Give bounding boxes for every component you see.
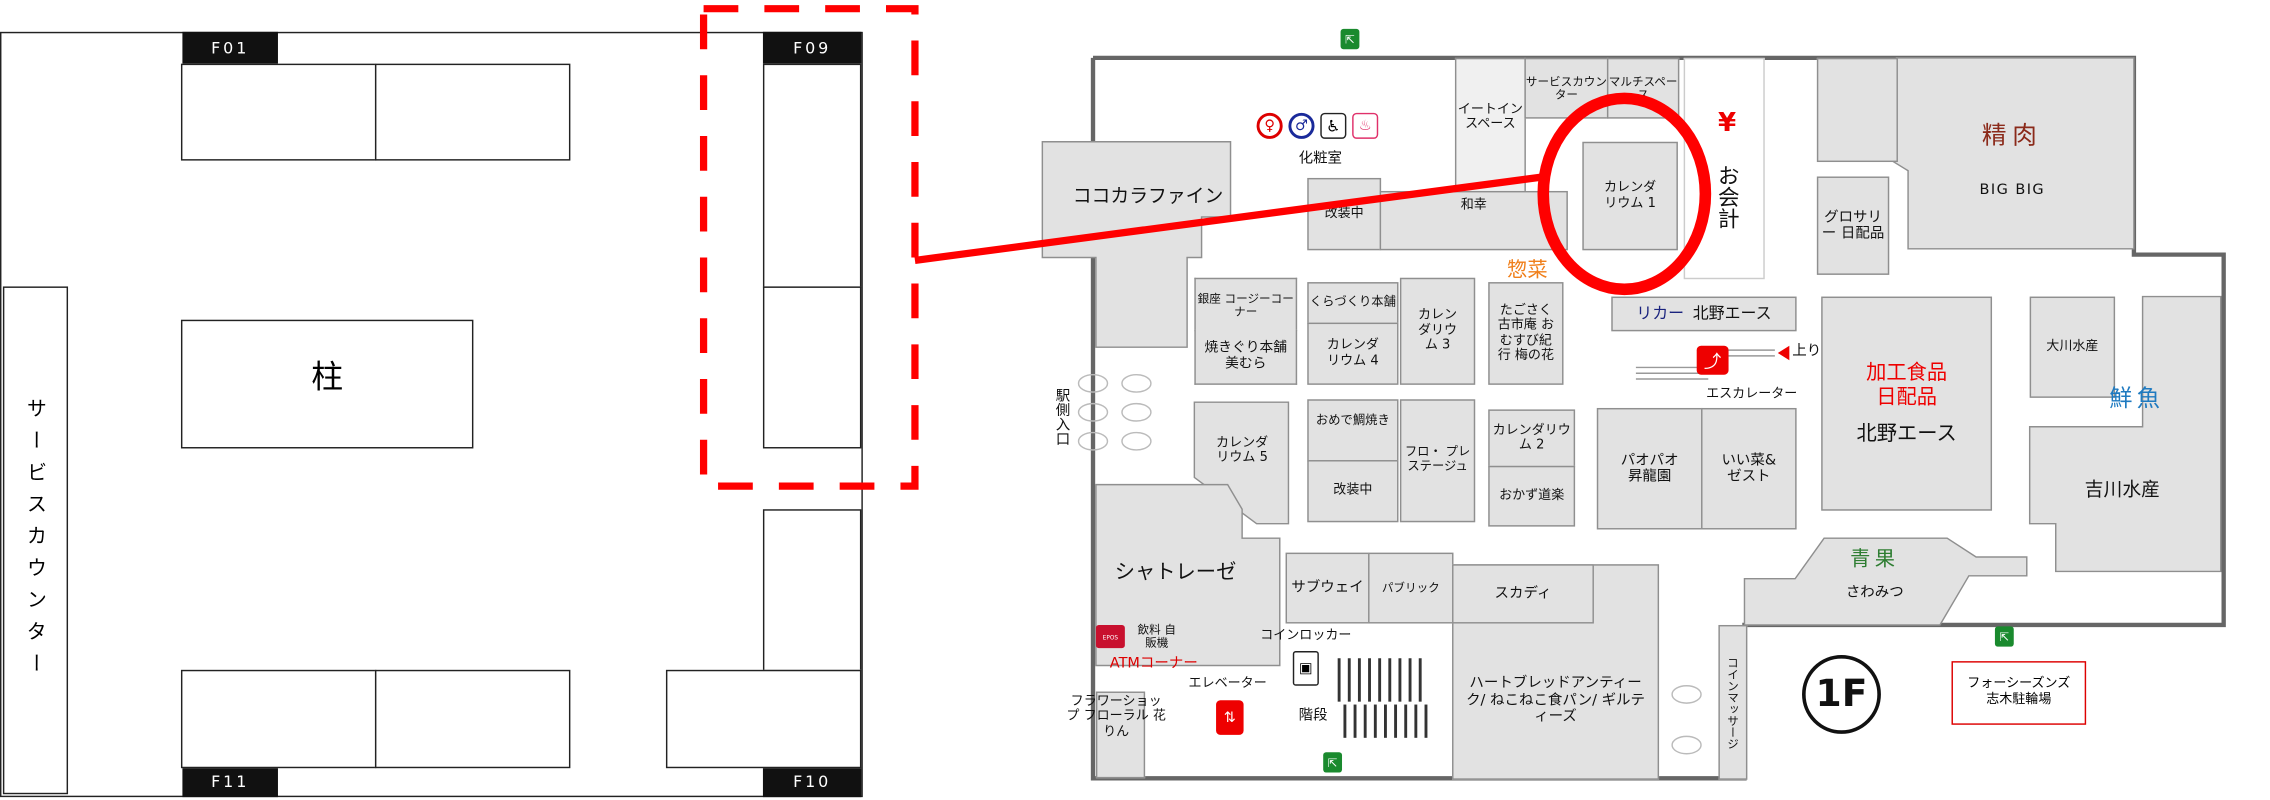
store-subway[interactable]: サブウェイ: [1285, 552, 1370, 624]
elevator-icon: ⇅: [1216, 700, 1244, 735]
escalator-steps: [1635, 349, 1775, 380]
store-flo-prestige[interactable]: フロ・ プレステージュ: [1399, 399, 1476, 523]
store-liquor[interactable]: リカー 北野エース: [1611, 296, 1797, 332]
slot-label-f01: F01: [182, 31, 278, 64]
escalator-label: エスカレーター: [1706, 387, 1798, 402]
slot-label-f09: F09: [762, 31, 862, 64]
liquor-store-name: 北野エース: [1692, 303, 1772, 323]
escalator-icon: ⤴: [1696, 345, 1729, 375]
restroom-icons: ♀ ♂ ♿ ♨: [1256, 112, 1416, 145]
accessible-restroom-icon: ♿: [1320, 112, 1347, 139]
booth: [374, 669, 571, 769]
store-calendarium-1[interactable]: カレンダリウム 1: [1582, 141, 1678, 251]
store-calendarium-5[interactable]: カレンダリウム 5: [1216, 436, 1269, 466]
chateraise-block: [1095, 483, 1281, 667]
mens-restroom-icon: ♂: [1288, 112, 1315, 139]
store-public[interactable]: パブリック: [1368, 552, 1454, 624]
store-skadi[interactable]: スカディ: [1452, 564, 1594, 624]
store-okawa-suisan[interactable]: 大川水産: [2029, 296, 2116, 398]
door-icon: [1077, 373, 1702, 755]
yoshikawa-block: [2028, 295, 2222, 573]
liquor-label: リカー: [1636, 303, 1685, 323]
detail-plan: [0, 31, 863, 798]
store-renovating: 改装中: [1307, 460, 1399, 523]
emergency-exit-icon: ⇱: [1323, 752, 1343, 773]
emergency-exit-icon: ⇱: [1340, 28, 1360, 50]
escalator-arrow-icon: [1777, 345, 1790, 361]
highlight-circle: [1537, 92, 1712, 296]
store-renovating: 改装中: [1307, 177, 1382, 251]
service-counter: サービスカウンター: [2, 286, 69, 795]
floor-badge: 1F: [1815, 672, 1868, 717]
store-tagosaku[interactable]: たごさく 古市庵 おむすび紀行 梅の花: [1488, 282, 1564, 385]
store-omedetai[interactable]: おめで鯛焼き: [1307, 399, 1399, 462]
flower-shop-block: [1095, 691, 1146, 779]
store-kurazukuri[interactable]: くらづくり本舗: [1307, 282, 1399, 325]
booth: [180, 669, 377, 769]
checkout-label: お会計: [1714, 164, 1742, 230]
store-calendarium-3[interactable]: カレンダリウム 3: [1399, 277, 1476, 385]
store-big-big[interactable]: BIG BIG: [1979, 182, 2046, 199]
store-grocery[interactable]: グロサリー 日配品: [1816, 176, 1890, 275]
store-ginza-cozy[interactable]: 銀座 コージーコーナー: [1194, 277, 1298, 332]
stairs-label: 階段: [1298, 707, 1328, 724]
coin-massage[interactable]: コインマッサージ: [1718, 624, 1748, 780]
highlight-dashed-box: [699, 5, 919, 490]
station-entrance-label: 駅側入口: [1052, 387, 1069, 446]
store-calendarium-4[interactable]: カレンダリウム 4: [1307, 322, 1399, 385]
bicycle-parking[interactable]: フォーシーズンズ 志木駐輪場: [1951, 661, 2087, 725]
vending-machine-label: 飲料 自販機: [1136, 623, 1177, 650]
produce-block: [1743, 537, 2028, 626]
cocokara-block: [1041, 141, 1232, 348]
processed-food-label: 加工食品 日配品: [1866, 361, 1948, 410]
atm-corner-label: ATMコーナー: [1109, 655, 1198, 672]
baby-room-icon: ♨: [1352, 112, 1379, 139]
store-cocokara[interactable]: ココカラファイン: [1072, 185, 1224, 208]
store-wako[interactable]: 和幸: [1379, 190, 1568, 251]
coin-locker-icon: ▣: [1292, 651, 1319, 686]
store-top-right: [1816, 57, 1898, 163]
store-sawamitsu[interactable]: さわみつ: [1845, 584, 1904, 601]
womens-restroom-icon: ♀: [1256, 112, 1283, 139]
kitano-ace-name: 北野エース: [1856, 422, 1957, 446]
meat-section-label: 精肉: [1981, 121, 2043, 151]
store-paopao[interactable]: パオパオ 昇龍園: [1596, 407, 1703, 530]
booth: [374, 63, 571, 161]
booth: [762, 509, 862, 672]
store-flower-shop[interactable]: フラワーショップ フローラル 花りん: [1066, 695, 1166, 740]
escalator-up-label: 上り: [1792, 343, 1822, 360]
elevator-label: エレベーター: [1188, 676, 1267, 692]
store-chateraise[interactable]: シャトレーゼ: [1114, 561, 1237, 585]
booth: [665, 669, 862, 769]
booth: [762, 286, 862, 449]
store-yakiguri[interactable]: 焼きぐり本舗 美むら: [1194, 329, 1298, 385]
fish-section-label: 鮮魚: [2109, 384, 2165, 413]
store-calendarium-2[interactable]: カレンダリウム 2: [1488, 409, 1576, 468]
epos-atm-icon: EPOS: [1095, 624, 1125, 649]
produce-section-label: 青果: [1850, 548, 1900, 572]
coin-locker-label: コインロッカー: [1260, 629, 1352, 644]
deli-section-label: 惣菜: [1507, 258, 1548, 283]
store-yoshikawa-suisan[interactable]: 吉川水産: [2084, 479, 2160, 502]
floor-badge-ring: [1802, 654, 1881, 734]
slot-label-f10: F10: [762, 766, 862, 798]
store-kitano-ace[interactable]: 加工食品 日配品 北野エース: [1821, 296, 1993, 511]
powder-room-label: 化粧室: [1298, 150, 1343, 167]
store-okazu-doraku[interactable]: おかず道楽: [1488, 465, 1576, 527]
pillar: 柱: [180, 319, 474, 449]
booth: [180, 63, 377, 161]
stairs-icon: [1337, 658, 1428, 738]
emergency-exit-icon: ⇱: [1994, 626, 2014, 647]
store-iisai-zest[interactable]: いい菜& ゼスト: [1701, 407, 1797, 530]
yen-icon: ¥: [1718, 108, 1737, 139]
highlight-connector-line: [914, 172, 1547, 264]
slot-label-f11: F11: [182, 766, 278, 798]
